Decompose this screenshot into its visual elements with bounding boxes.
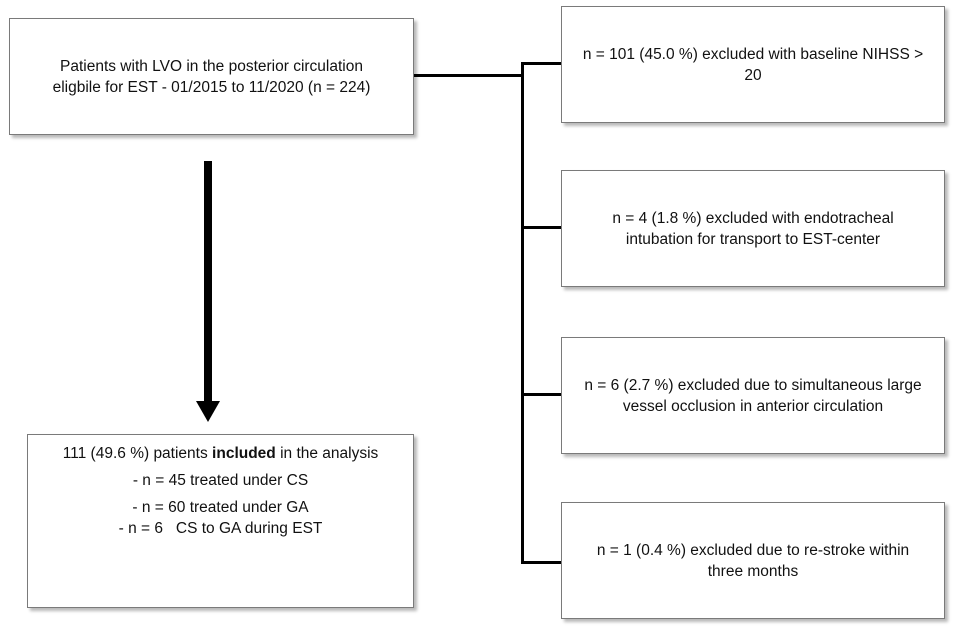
exclusion-line-1: n = 6 (2.7 %) excluded due to simultaneo… — [584, 376, 922, 394]
branch-connector-3 — [521, 393, 561, 396]
included-item-cs: - n = 45 treated under CS — [132, 472, 309, 489]
connector-vertical — [521, 62, 524, 564]
exclusion-line-2: vessel occlusion in anterior circulation — [622, 397, 884, 415]
exclusion-line-1: n = 4 (1.8 %) excluded with endotracheal — [612, 209, 894, 227]
connector-horizontal — [414, 74, 524, 77]
exclusion-line-2: three months — [707, 562, 799, 580]
exclusion-box-anterior-occlusion: n = 6 (2.7 %) excluded due to simultaneo… — [561, 337, 945, 454]
exclusion-box-restroke: n = 1 (0.4 %) excluded due to re-stroke … — [561, 502, 945, 619]
exclusion-line-1: n = 101 (45.0 %) excluded with baseline … — [582, 45, 924, 63]
branch-connector-2 — [521, 226, 561, 229]
exclusion-box-nihss: n = 101 (45.0 %) excluded with baseline … — [561, 6, 945, 123]
source-population-box: Patients with LVO in the posterior circu… — [9, 18, 414, 135]
included-intro-suffix: in the analysis — [275, 445, 379, 462]
branch-connector-1 — [521, 62, 561, 65]
branch-connector-4 — [521, 561, 561, 564]
exclusion-line-1: n = 1 (0.4 %) excluded due to re-stroke … — [596, 541, 910, 559]
included-item-ga: - n = 60 treated under GA — [132, 499, 309, 516]
included-intro-bold: included — [212, 445, 276, 462]
main-arrow-shaft — [204, 161, 212, 403]
source-line-2: eligbile for EST - 01/2015 to 11/2020 (n… — [52, 78, 371, 96]
source-line-1: Patients with LVO in the posterior circu… — [60, 57, 363, 75]
exclusion-line-2: 20 — [744, 66, 762, 84]
main-arrow-head — [196, 401, 220, 422]
included-patients-box: 111 (49.6 %) patients included in the an… — [27, 434, 414, 608]
included-item-cs-to-ga: - n = 6 CS to GA during EST — [118, 520, 323, 537]
exclusion-line-2: intubation for transport to EST-center — [625, 230, 881, 248]
included-intro: 111 (49.6 %) patients included in the an… — [28, 443, 413, 464]
exclusion-box-intubation: n = 4 (1.8 %) excluded with endotracheal… — [561, 170, 945, 287]
included-intro-prefix: 111 (49.6 %) patients — [62, 445, 213, 462]
